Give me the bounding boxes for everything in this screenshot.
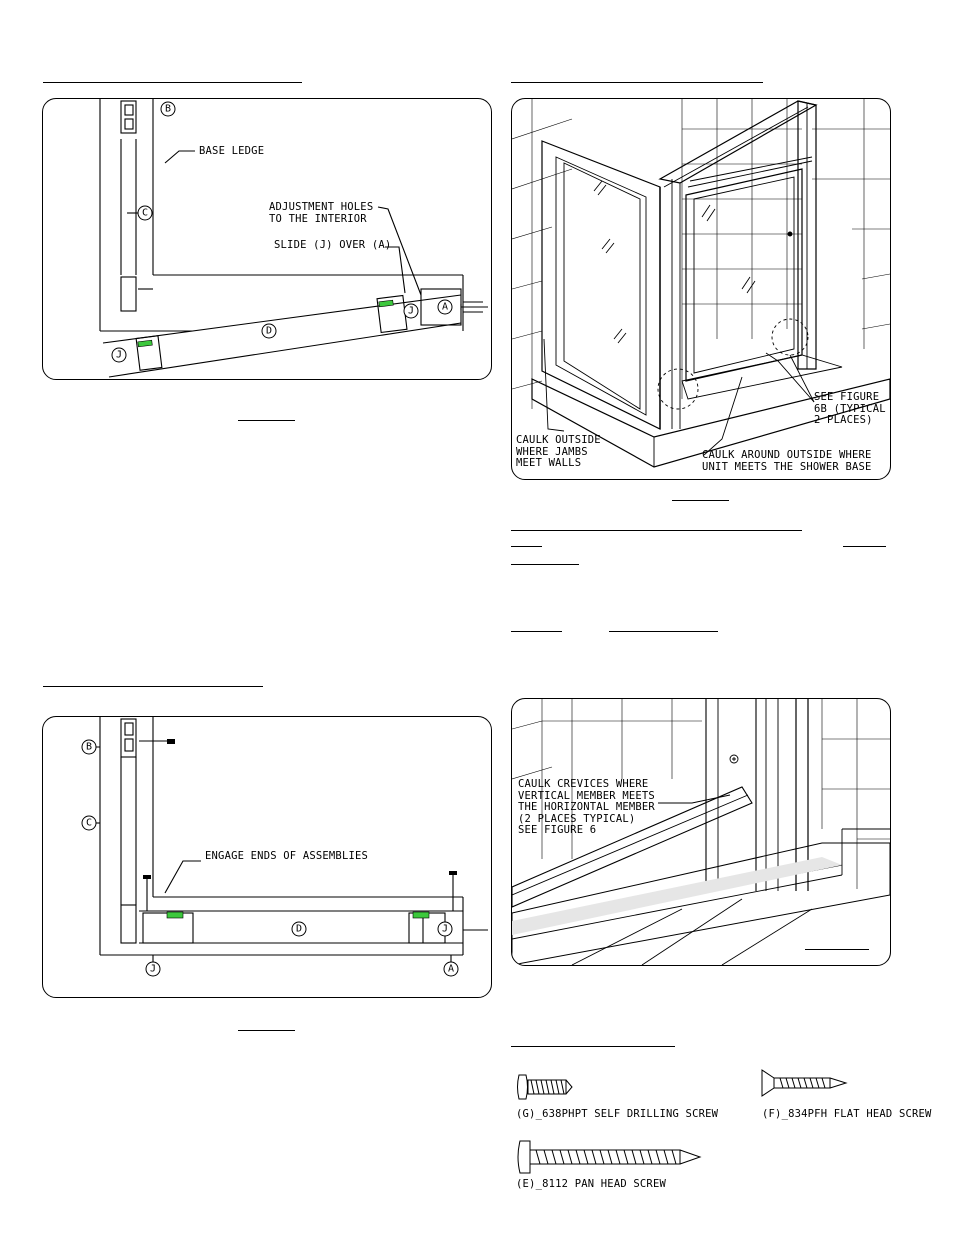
label-caulk-crevices: CAULK CREVICES WHERE VERTICAL MEMBER MEE… [518, 778, 655, 836]
label-base-ledge: BASE LEDGE [199, 145, 265, 157]
figure-top-right-drawing [512, 99, 890, 468]
label-caulk-outside-jambs: CAULK OUTSIDE WHERE JAMBS MEET WALLS [516, 434, 601, 469]
label-see-figure-6b: SEE FIGURE 6B (TYPICAL 2 PLACES) [814, 391, 886, 426]
figure-top-left-drawing: B C D J J A [99, 99, 488, 378]
figure-shower-perspective: SEE FIGURE 6B (TYPICAL 2 PLACES) CAULK O… [511, 98, 891, 480]
caption-screw-g: (G)_638PHPT SELF DRILLING SCREW [516, 1108, 719, 1120]
label-engage-ends: ENGAGE ENDS OF ASSEMBLIES [205, 850, 369, 862]
callout-j-inner-text: J [442, 924, 448, 935]
underline-d [511, 631, 562, 632]
caption-rule-fig-bottom-right [805, 949, 869, 950]
heading-rule-screws [511, 1046, 675, 1047]
figure-engage-assemblies: B C D J J A ENGAGE ENDS OF ASSEMBLIES [42, 716, 492, 998]
callout-j-right-text: J [408, 306, 414, 317]
heading-rule-top-right [511, 82, 763, 83]
callout-c-text: C [86, 818, 92, 829]
callout-b [160, 101, 176, 117]
heading-rule-bottom-left [43, 686, 263, 687]
pan-head-screw-icon [517, 1140, 702, 1174]
caption-rule-fig-bottom-left [238, 1030, 295, 1031]
callout-j-left [111, 347, 127, 363]
callout-j-right [403, 303, 419, 319]
callout-c-text: C [142, 208, 148, 219]
underline-b [843, 546, 886, 547]
callout-d-text: D [296, 924, 302, 935]
caption-screw-f: (F)_834PFH FLAT HEAD SCREW [762, 1108, 932, 1120]
label-slide-j-over-a: SLIDE (J) OVER (A) [274, 239, 392, 251]
figure-bottom-left-drawing: B C D J J A [81, 717, 488, 977]
callout-c [137, 205, 153, 221]
self-drilling-screw-icon [517, 1074, 573, 1100]
callout-j-bottom-text: J [150, 964, 156, 975]
label-caulk-around-base: CAULK AROUND OUTSIDE WHERE UNIT MEETS TH… [702, 449, 872, 473]
callout-a-text: A [442, 302, 448, 313]
callout-d [261, 323, 277, 339]
caption-rule-fig-top-right [672, 500, 729, 501]
underline-c [511, 564, 579, 565]
label-adjustment-holes: ADJUSTMENT HOLES TO THE INTERIOR [269, 201, 374, 225]
callout-b-text: B [86, 742, 92, 753]
underline-e [609, 631, 718, 632]
heading-rule-top-left [43, 82, 302, 83]
caption-screw-e: (E)_8112 PAN HEAD SCREW [516, 1178, 666, 1190]
underline-a [511, 546, 542, 547]
caption-rule-fig-top-left [238, 420, 295, 421]
callout-a [437, 299, 453, 315]
callout-d-text: D [266, 326, 272, 337]
figure-bottom-right-drawing [512, 699, 890, 965]
figure-caulk-crevices-detail: CAULK CREVICES WHERE VERTICAL MEMBER MEE… [511, 698, 891, 966]
callout-j-left-text: J [116, 350, 122, 361]
callout-b-text: B [165, 104, 171, 115]
figure-base-ledge-top-view: B C D J J A BASE LEDGE ADJUSTMENT HOLES … [42, 98, 492, 380]
heading-rule-mid-right [511, 530, 802, 531]
flat-head-screw-icon [761, 1069, 848, 1097]
callout-a-bottom-text: A [448, 964, 454, 975]
